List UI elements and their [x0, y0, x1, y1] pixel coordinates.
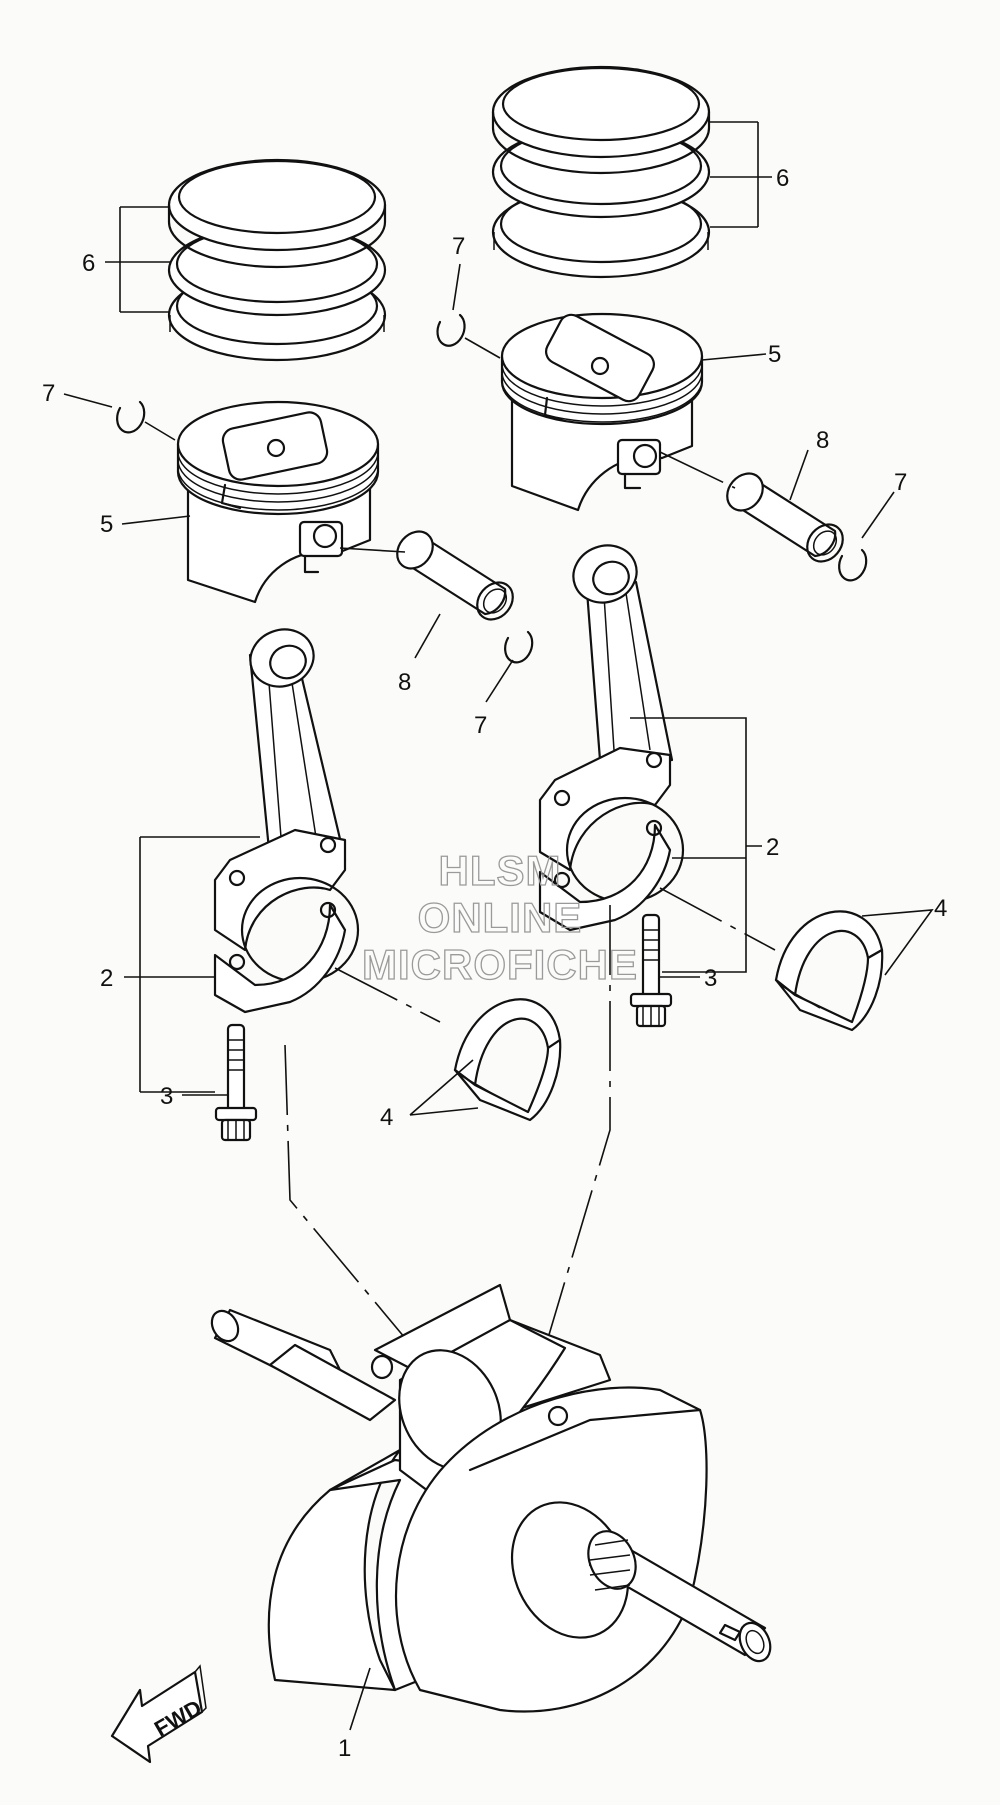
leader-6-left [105, 206, 170, 313]
callout-7-right-bottom: 7 [894, 469, 907, 496]
callout-5-left: 5 [100, 511, 113, 538]
circlip-right-bottom [838, 548, 868, 582]
piston-rings-left [167, 158, 387, 362]
leader-4-left [409, 1059, 479, 1116]
leader-6-right [710, 121, 772, 228]
piston-pin-right [726, 472, 844, 563]
leader-2-left [124, 836, 260, 1093]
leader-5-right [701, 353, 767, 361]
watermark-line-2: ONLINE [418, 894, 583, 941]
leader-4-right [861, 909, 934, 976]
callout-5-right: 5 [768, 341, 781, 368]
callout-2-right: 2 [766, 834, 779, 861]
pin-axis-left [339, 547, 406, 553]
callout-7-right-top: 7 [452, 233, 465, 260]
watermark-line-3: MICROFICHE [362, 941, 638, 988]
callout-8-left: 8 [398, 669, 411, 696]
callout-3-right: 3 [704, 965, 717, 992]
piston-rings-right [491, 65, 711, 279]
callout-1: 1 [338, 1735, 351, 1762]
piston-left [176, 400, 380, 604]
guide-line-bearing-left [334, 967, 441, 1023]
bearing-left [453, 998, 562, 1122]
guide-line-bearing-right [659, 887, 776, 951]
callout-2-left: 2 [100, 965, 113, 992]
connecting-rod-right [538, 544, 685, 932]
callout-8-right: 8 [816, 427, 829, 454]
circlip-left-bottom [504, 630, 534, 664]
callout-3-left: 3 [160, 1083, 173, 1110]
callout-6-right: 6 [776, 165, 789, 192]
guide-line-crankpin-left [284, 1044, 441, 1381]
leader-7-right-top [452, 263, 501, 359]
callout-7-left-bottom: 7 [474, 712, 487, 739]
callout-7-left-top: 7 [42, 380, 55, 407]
leader-1 [349, 1667, 371, 1731]
forward-direction-arrow: FWD [110, 1664, 207, 1764]
leader-5-left [121, 515, 191, 525]
watermark-line-1: HLSM [439, 847, 562, 894]
callout-4-right: 4 [934, 895, 947, 922]
bearing-right [774, 910, 884, 1032]
crankshaft [210, 1283, 772, 1713]
callout-6-left: 6 [82, 250, 95, 277]
leader-7-left-bottom [485, 659, 514, 703]
connecting-rod-left [213, 628, 360, 1014]
watermark: HLSM ONLINE MICROFICHE [361, 846, 638, 988]
rod-bolt-right [629, 913, 673, 1028]
circlip-right-top [436, 313, 466, 347]
leader-8-left [414, 613, 441, 659]
guide-line-crankpin-right [539, 905, 611, 1366]
piston-pin-left [396, 530, 514, 621]
pin-axis-right [659, 451, 736, 489]
rod-bolt-left [214, 1023, 258, 1142]
piston-right [500, 312, 704, 512]
leader-7-left-top [63, 393, 176, 441]
leader-2-right [630, 717, 762, 973]
circlip-left-top [116, 400, 146, 434]
leader-8-right [789, 449, 809, 501]
callout-4-left: 4 [380, 1104, 393, 1131]
leader-7-right-bottom [861, 491, 895, 539]
